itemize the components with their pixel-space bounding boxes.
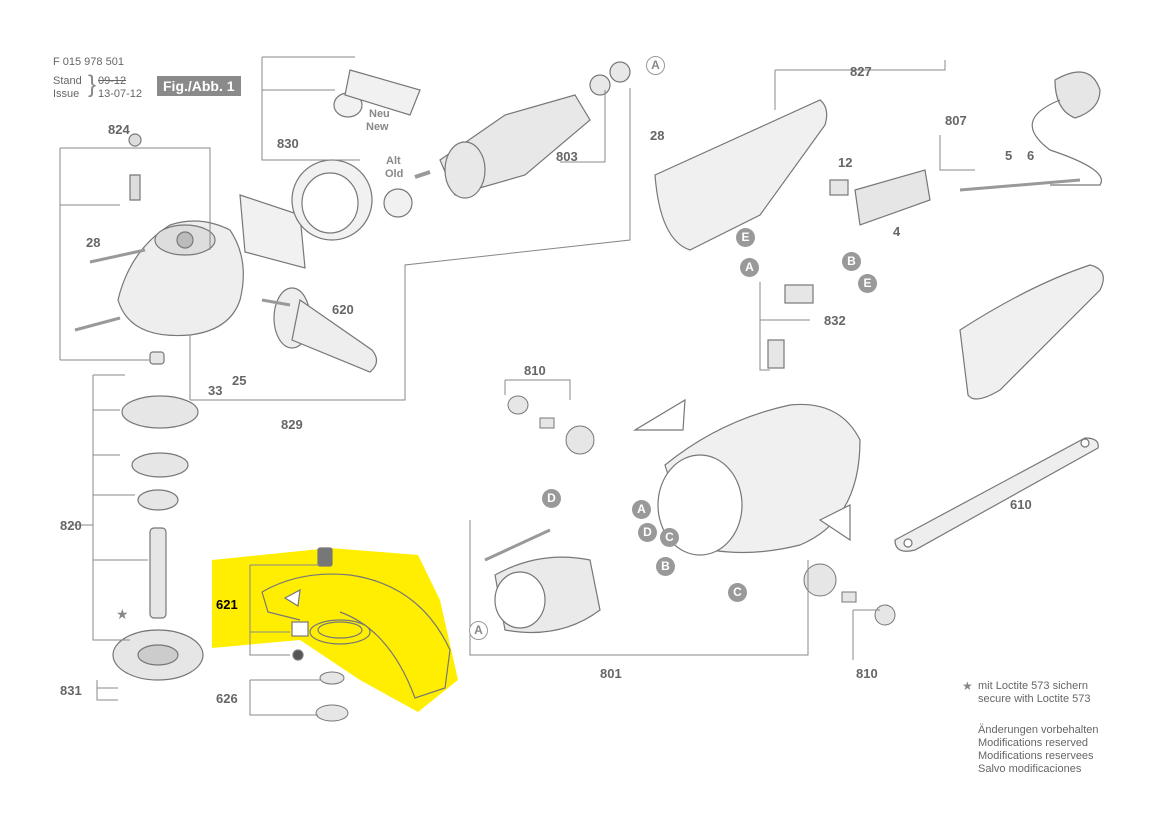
part-label-831: 831 [60,683,82,698]
marker-c-terminal: C [660,528,679,547]
annotation-old: Old [385,168,404,180]
part-label-25: 25 [232,373,247,388]
spanner-wrench [894,437,1099,552]
part-label-5: 5 [1005,148,1013,163]
part-label-6: 6 [1027,148,1035,163]
part-label-832: 832 [824,313,846,328]
part-label-801: 801 [600,666,622,681]
brush-parts [507,395,896,626]
field-coil [484,528,601,634]
part-label-829: 829 [281,417,303,432]
marker-d-terminal: D [638,523,657,542]
part-label-610: 610 [1010,497,1032,512]
marker-d-brush: D [542,489,561,508]
marker-a-field: A [469,621,488,640]
marker-a-switch: A [740,258,759,277]
marker-b-terminal: B [656,557,675,576]
spindle-assembly [112,351,204,681]
issue-label: Issue [53,88,80,100]
doc-number: F 015 978 501 [53,56,124,68]
old-date: 09-12 [98,75,127,87]
auxiliary-handle [261,287,378,373]
motor-housing [632,398,861,556]
part-label-807: 807 [945,113,967,128]
marker-a-terminal: A [632,500,651,519]
stand-label: Stand [53,75,82,87]
reference-lines [59,56,975,716]
part-label-12: 12 [838,155,853,170]
part-label-620: 620 [332,302,354,317]
part-label-28-upper: 28 [650,128,665,143]
part-label-810-upper: 810 [524,363,546,378]
brace-icon: } [88,71,97,98]
marker-a-armature: A [646,56,665,75]
part-label-810-lower: 810 [856,666,878,681]
footnote-star-icon: ★ [962,679,973,693]
switch-and-cable [767,71,1102,369]
wheel-guard [261,547,451,699]
part-label-830: 830 [277,136,299,151]
marker-e-switch: E [736,228,755,247]
part-label-824: 824 [108,122,130,137]
armature [414,61,631,199]
part-label-820: 820 [60,518,82,533]
note-modifications-en: Modifications reserved [978,737,1089,749]
new-date: 13-07-12 [98,88,143,100]
annotation-new: New [366,121,389,133]
part-label-626: 626 [216,691,238,706]
annotation-alt: Alt [386,155,401,167]
part-label-28-left: 28 [86,235,101,250]
part-label-33: 33 [208,383,223,398]
annotation-neu: Neu [369,108,390,120]
note-modifications-fr: Modifications reservees [978,750,1094,762]
figure-label: Fig./Abb. 1 [157,76,241,96]
flange-parts [315,671,349,722]
marker-b-switch: B [842,252,861,271]
part-label-621: 621 [216,597,238,612]
part-label-4: 4 [893,224,901,239]
part-label-803: 803 [556,149,578,164]
gear-head-housing [74,133,244,337]
handle-housing [654,99,1104,400]
note-loctite-de: mit Loctite 573 sichern [978,680,1089,692]
part-label-827: 827 [850,64,872,79]
note-modifications-de: Änderungen vorbehalten [978,724,1099,736]
marker-e-cable: E [858,274,877,293]
bearing-flange [239,69,421,269]
note-modifications-es: Salvo modificaciones [978,763,1082,775]
marker-c-brush: C [728,583,747,602]
star-icon: ★ [116,606,129,622]
note-loctite-en: secure with Loctite 573 [978,693,1091,705]
